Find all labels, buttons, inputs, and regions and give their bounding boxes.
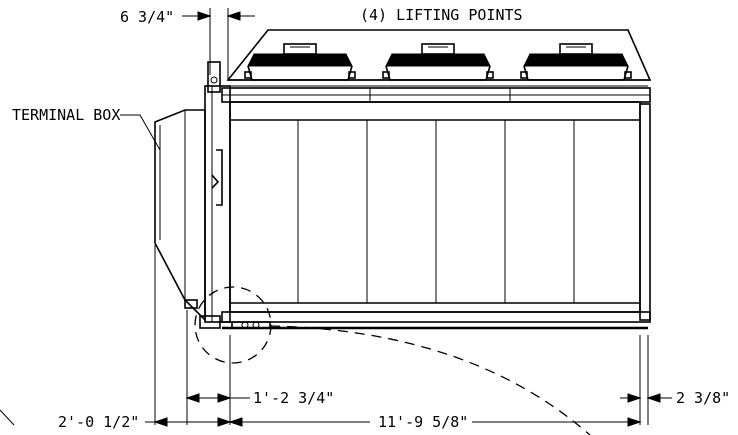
dim-mid-label: 1'-2 3/4" bbox=[253, 389, 334, 407]
arrow-top-1 bbox=[197, 11, 212, 21]
dim-left-label: 2'-0 1/2" bbox=[58, 413, 139, 431]
arrow-left-1 bbox=[153, 417, 168, 427]
base-rail bbox=[221, 311, 651, 323]
fan-2 bbox=[382, 43, 494, 81]
corner-stroke bbox=[0, 409, 15, 426]
terminal-box-label: TERMINAL BOX bbox=[12, 106, 120, 124]
arrow-total-1 bbox=[228, 417, 243, 427]
panel-dividers bbox=[297, 120, 575, 303]
pipe-connection bbox=[216, 149, 223, 206]
fan-foot-1 bbox=[382, 71, 390, 79]
fan-foot-2 bbox=[348, 71, 356, 79]
drain-bolt-1 bbox=[241, 321, 249, 329]
fan-guard bbox=[385, 53, 491, 67]
fan-foot-1 bbox=[520, 71, 528, 79]
fitting-2 bbox=[199, 315, 221, 329]
fan-guard bbox=[523, 53, 629, 67]
fan-ring bbox=[523, 65, 629, 81]
drain-bolt-2 bbox=[252, 321, 260, 329]
fan-motor-cap bbox=[283, 43, 317, 55]
arrow-total-2 bbox=[627, 417, 642, 427]
lug-hole bbox=[210, 76, 218, 84]
arrow-left-2 bbox=[217, 417, 232, 427]
detail-circle bbox=[194, 286, 272, 364]
fan-motor-cap bbox=[559, 43, 593, 55]
right-end-plate bbox=[639, 103, 651, 321]
swing-arc bbox=[269, 325, 591, 435]
lifting-lug-top bbox=[207, 61, 221, 93]
dim-right-label: 2 3/8" bbox=[676, 389, 730, 407]
arrow-mid-2 bbox=[217, 393, 232, 403]
arrow-right-1 bbox=[627, 393, 642, 403]
dim-top-label: 6 3/4" bbox=[120, 8, 174, 26]
fan-group bbox=[244, 43, 632, 81]
fan-motor-cap bbox=[421, 43, 455, 55]
arrow-mid-1 bbox=[185, 393, 200, 403]
fan-foot-1 bbox=[244, 71, 252, 79]
fan-foot-2 bbox=[486, 71, 494, 79]
terminal-box bbox=[154, 109, 206, 322]
lifting-points-label: (4) LIFTING POINTS bbox=[360, 6, 523, 24]
fan-3 bbox=[520, 43, 632, 81]
fan-ring bbox=[247, 65, 353, 81]
fan-foot-2 bbox=[624, 71, 632, 79]
fitting-1 bbox=[184, 299, 198, 309]
arrow-top-2 bbox=[226, 11, 241, 21]
fan-ring bbox=[385, 65, 491, 81]
fan-guard bbox=[247, 53, 353, 67]
dim-total-label: 11'-9 5/8" bbox=[378, 413, 468, 431]
terminal-leader bbox=[120, 114, 161, 151]
fan-1 bbox=[244, 43, 356, 81]
left-header bbox=[204, 85, 231, 323]
valve-symbol bbox=[211, 174, 220, 189]
coil-frame bbox=[229, 101, 641, 313]
